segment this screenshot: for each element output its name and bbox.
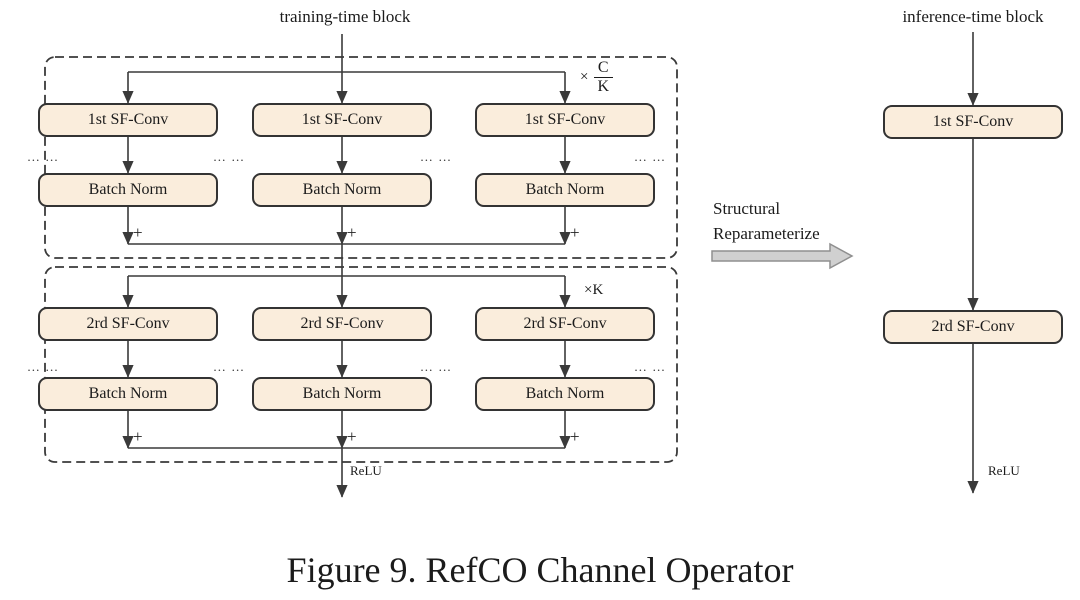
stage1-plus-col2: + xyxy=(347,223,357,242)
stage2-ellipsis-4: … … xyxy=(633,359,667,374)
stage1-plus-col3: + xyxy=(570,223,580,242)
stage2-conv-box-col3: 2rd SF-Conv xyxy=(475,307,655,341)
stage2-conv-box-col2: 2rd SF-Conv xyxy=(252,307,432,341)
stage2-multiplier: ×K xyxy=(584,282,604,298)
stage2-plus-col1: + xyxy=(133,427,143,446)
stage1-multiplier-denominator: K xyxy=(597,77,610,95)
training-block-title: training-time block xyxy=(279,7,411,26)
stage2-bn-box-col2: Batch Norm xyxy=(252,377,432,411)
stage2-ellipsis-3: … … xyxy=(419,359,453,374)
reparameterize-label: Structural Reparameterize xyxy=(713,196,820,246)
stage1-bn-box-col3: Batch Norm xyxy=(475,173,655,207)
stage1-bn-box-col1: Batch Norm xyxy=(38,173,218,207)
training-relu-label: ReLU xyxy=(350,463,382,478)
stage1-bn-box-col2: Batch Norm xyxy=(252,173,432,207)
figure-caption: Figure 9. RefCO Channel Operator xyxy=(286,550,794,590)
stage1-plus-col1: + xyxy=(133,223,143,242)
inference-relu-label: ReLU xyxy=(988,463,1020,478)
inference-conv1-box: 1st SF-Conv xyxy=(883,105,1063,139)
stage2-plus-col2: + xyxy=(347,427,357,446)
stage1-ellipsis-2: … … xyxy=(212,149,246,164)
inference-block-title: inference-time block xyxy=(902,7,1044,26)
stage1-conv-box-col1: 1st SF-Conv xyxy=(38,103,218,137)
stage2-conv-box-col1: 2rd SF-Conv xyxy=(38,307,218,341)
stage2-bn-box-col1: Batch Norm xyxy=(38,377,218,411)
reparameterize-arrow-icon xyxy=(711,242,854,270)
stage1-ellipsis-3: … … xyxy=(419,149,453,164)
stage1-multiplier-numerator: C xyxy=(593,59,613,78)
stage1-multiplier-fraction: C K xyxy=(593,59,613,96)
stage1-multiplier-times: × xyxy=(580,68,589,85)
stage2-bn-box-col3: Batch Norm xyxy=(475,377,655,411)
stage1-ellipsis-4: … … xyxy=(633,149,667,164)
stage2-ellipsis-2: … … xyxy=(212,359,246,374)
stage1-conv-box-col2: 1st SF-Conv xyxy=(252,103,432,137)
stage2-ellipsis-1: … … xyxy=(26,359,60,374)
stage2-plus-col3: + xyxy=(570,427,580,446)
stage1-conv-box-col3: 1st SF-Conv xyxy=(475,103,655,137)
reparameterize-label-line2: Reparameterize xyxy=(713,224,820,243)
stage2-dashed-container xyxy=(44,266,678,463)
stage1-multiplier: × C K xyxy=(580,59,613,96)
inference-conv2-box: 2rd SF-Conv xyxy=(883,310,1063,344)
stage1-dashed-container xyxy=(44,56,678,259)
reparameterize-label-line1: Structural xyxy=(713,199,781,218)
stage1-ellipsis-1: … … xyxy=(26,149,60,164)
